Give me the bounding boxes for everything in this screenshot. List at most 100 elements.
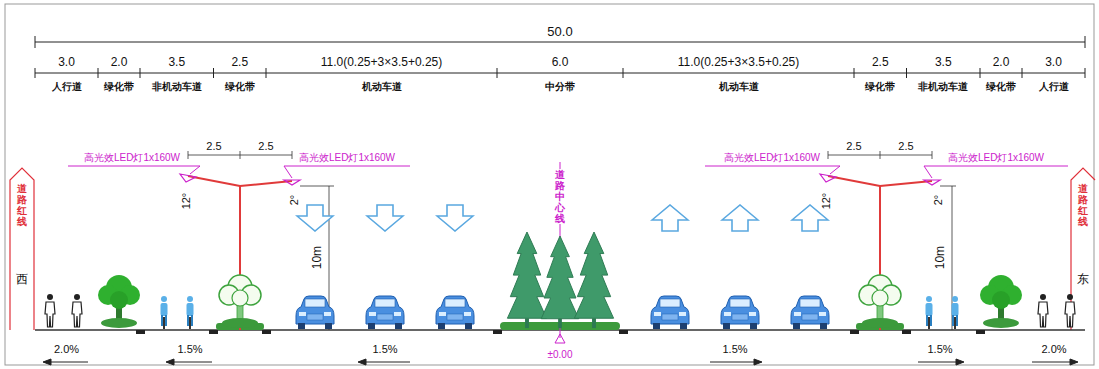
drawing-part <box>240 181 292 186</box>
red-line-mark <box>10 168 34 330</box>
drawing-part <box>360 362 410 363</box>
drawing-part <box>980 275 1022 328</box>
arm-length: 2.5 <box>206 140 221 152</box>
slope: 1.5% <box>927 343 952 355</box>
drawing-part <box>35 68 36 78</box>
drawing-part <box>1085 68 1086 78</box>
drawing-part <box>1038 294 1048 327</box>
drawing-part <box>952 296 959 329</box>
drawing-part <box>880 151 881 159</box>
figures <box>45 205 1075 329</box>
centre-line-label: 道路中心线 <box>555 169 565 224</box>
drawing-part <box>574 232 613 328</box>
drawing-part <box>436 296 474 329</box>
drawing-part <box>437 205 473 231</box>
width-value: 11.0(0.25+3×3.5+0.25) <box>678 56 800 69</box>
street-lamp <box>68 151 410 330</box>
drawing-part <box>932 151 933 159</box>
drawing-part <box>619 330 628 334</box>
drawing-part <box>976 330 985 334</box>
drawing-part <box>1022 68 1023 78</box>
drawing-part <box>209 330 218 334</box>
drawing-part <box>292 151 293 159</box>
drawing-part <box>188 151 189 159</box>
drawing-part <box>820 174 836 182</box>
drawing-part <box>791 296 829 329</box>
drawing-part <box>859 275 901 328</box>
drawing-part <box>722 205 758 231</box>
part-name: 绿化带 <box>865 81 895 92</box>
drawing-part <box>68 166 200 167</box>
width-value: 2.0 <box>111 56 128 69</box>
drawing-part <box>284 166 410 167</box>
red-line-label: 道路红线 <box>17 183 27 227</box>
drawing-part <box>187 296 194 329</box>
part-name: 人行道 <box>1039 81 1069 92</box>
drawing-part <box>219 275 261 328</box>
drawing-part <box>1085 36 1086 48</box>
drawing-part <box>721 296 759 329</box>
height: 10m <box>311 246 324 269</box>
drawing-part <box>924 180 940 185</box>
width-value: 2.0 <box>993 56 1010 69</box>
drawing-part <box>623 68 624 78</box>
drawing-part <box>828 151 829 159</box>
drawing-part <box>136 330 145 334</box>
part-name: 中分带 <box>545 81 575 92</box>
arm-length: 2.5 <box>258 140 273 152</box>
drawing-part <box>284 180 300 185</box>
drawing-part <box>880 181 932 186</box>
drawing-part <box>180 174 196 182</box>
drawing-part <box>926 296 933 329</box>
angle: 2° <box>288 195 300 206</box>
drawing-part <box>35 73 1085 74</box>
drawing-part <box>98 275 140 328</box>
slope: 1.5% <box>177 343 202 355</box>
drawing-part <box>213 68 214 78</box>
lamp-label: 高光效LED灯1x160W <box>948 152 1044 163</box>
drawing-part <box>35 36 36 48</box>
drawing-part <box>652 205 688 231</box>
drawing-part <box>940 186 956 187</box>
drawing-part <box>98 68 99 78</box>
level-mark <box>555 334 565 343</box>
drawing-part <box>367 205 403 231</box>
drawing-part <box>266 68 267 78</box>
drawing-part <box>493 330 502 334</box>
drawing-part <box>168 362 212 363</box>
direction: 东 <box>1077 273 1089 286</box>
drawing-part <box>358 359 366 365</box>
drawing-part <box>35 42 1085 43</box>
drawing-part <box>72 294 82 327</box>
drawing-part <box>43 359 51 365</box>
width-value: 3.5 <box>935 56 952 69</box>
drawing-part <box>140 68 141 78</box>
arm-length: 2.5 <box>846 140 861 152</box>
drawing-part <box>918 362 962 363</box>
angle: 12° <box>180 193 192 210</box>
drawing-part <box>161 296 168 329</box>
part-name: 非机动车道 <box>918 81 968 92</box>
drawing-part <box>240 151 241 159</box>
width-value: 2.5 <box>872 56 889 69</box>
part-name: 绿化带 <box>104 81 134 92</box>
part-name: 绿化带 <box>986 81 1016 92</box>
red-line-label: 道路红线 <box>1078 183 1088 227</box>
lamp-label: 高光效LED灯1x160W <box>724 152 820 163</box>
drawing-part <box>710 362 760 363</box>
drawing-part <box>297 205 333 231</box>
drawing-part <box>166 359 174 365</box>
drawing-part <box>924 166 932 178</box>
drawing-part <box>854 68 855 78</box>
drawing-part <box>296 296 334 329</box>
width-value: 2.5 <box>231 56 248 69</box>
drawing-part <box>924 166 1068 167</box>
drawing-part <box>651 296 689 329</box>
drawing-part <box>262 330 271 334</box>
slope: 2.0% <box>1041 343 1066 355</box>
drawing-part <box>1032 362 1076 363</box>
width-value: 11.0(0.25+3×3.5+0.25) <box>321 56 443 69</box>
drawing-part <box>850 330 859 334</box>
drawing-part <box>284 166 292 178</box>
